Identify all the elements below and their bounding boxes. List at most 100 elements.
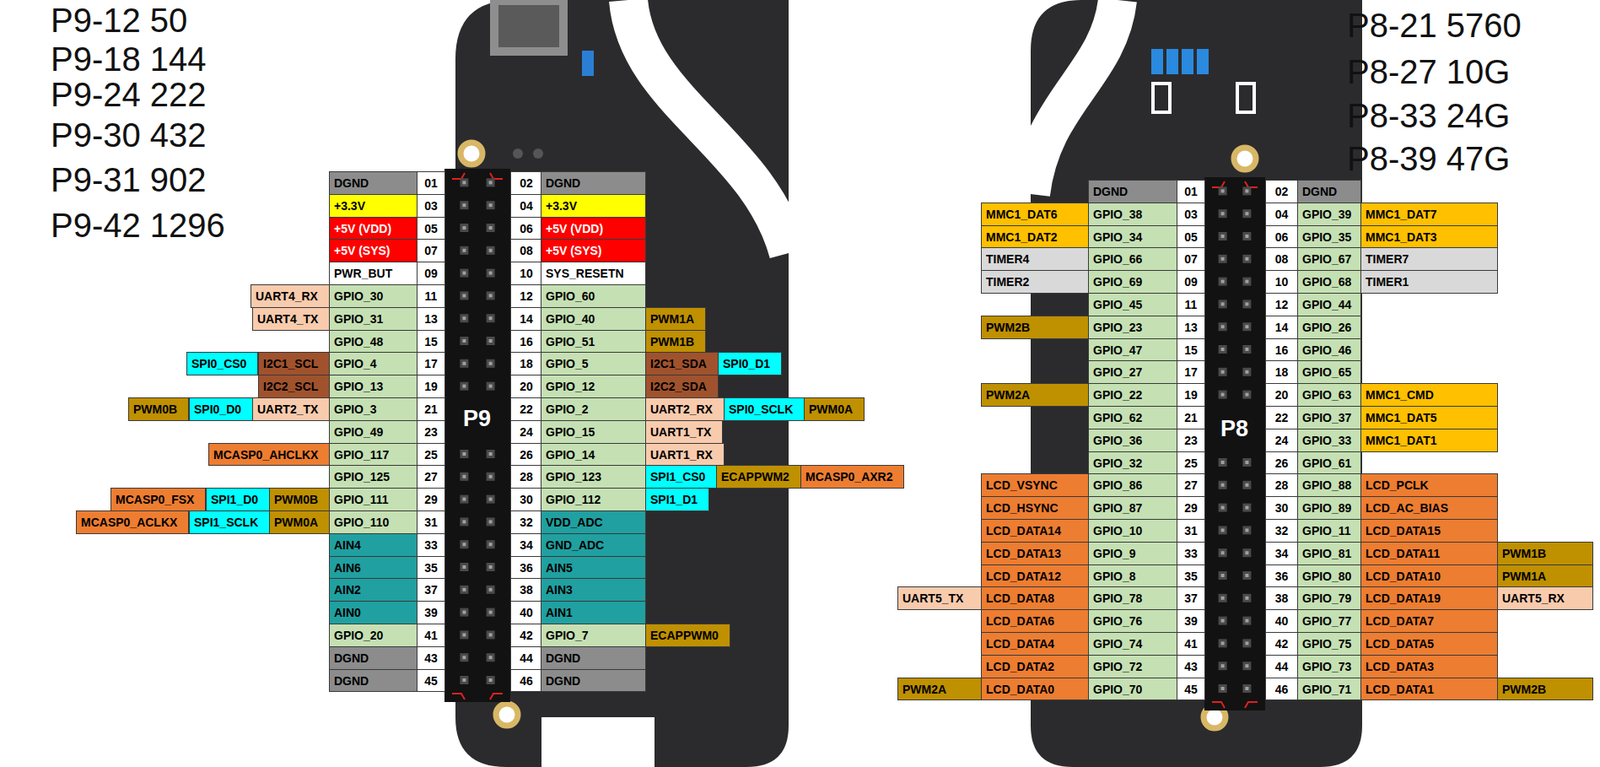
header-pin [486, 449, 496, 458]
header-pin [1244, 370, 1249, 374]
header-pin [486, 652, 496, 662]
pin-number: 21 [1176, 405, 1206, 430]
header-pin [459, 382, 469, 391]
signal-cell: GPIO_23 [1088, 315, 1178, 340]
signal-cell: DGND [540, 646, 647, 670]
function-cell: LCD_DATA10 [1360, 564, 1498, 588]
signal-cell: GPIO_36 [1088, 428, 1178, 453]
signal-cell: GPIO_63 [1297, 382, 1362, 407]
pin-number: 31 [416, 510, 446, 534]
header-pin [459, 608, 469, 617]
pin-number-text: 12 [1275, 297, 1289, 312]
signal-cell: GPIO_13 [328, 374, 418, 399]
pin-number-text: 08 [519, 243, 534, 258]
pin-number-text: 26 [1275, 456, 1289, 470]
signal-cell-text: +5V (VDD) [334, 221, 392, 236]
function-cell: PWM1A [1497, 564, 1594, 588]
board-cutaway [541, 716, 655, 767]
signal-cell-text: GPIO_89 [1302, 501, 1352, 515]
header-pin [462, 226, 466, 230]
signal-cell-text: GPIO_75 [1302, 636, 1352, 651]
pin-number-text: 03 [424, 199, 438, 213]
pin-number-text: 04 [1275, 207, 1289, 221]
function-cell-text: MMC1_DAT7 [1365, 207, 1438, 221]
header-pin [489, 610, 493, 615]
pin-number: 37 [416, 577, 446, 602]
signal-cell-text: GPIO_125 [334, 469, 390, 484]
pin-number: 16 [1265, 338, 1299, 361]
function-cell-text: UART4_RX [255, 289, 318, 303]
signal-cell-text: +5V (VDD) [545, 221, 604, 236]
function-cell-text: SPI1_D0 [210, 492, 259, 507]
signal-cell-text: GPIO_79 [1302, 591, 1352, 605]
signal-cell: GPIO_22 [1088, 382, 1178, 407]
signal-cell-text: AIN1 [545, 605, 573, 620]
function-cell-text: LCD_DATA4 [985, 636, 1055, 651]
signal-cell-text: GPIO_87 [1093, 501, 1143, 515]
signal-cell: +5V (VDD) [328, 216, 418, 240]
function-cell: LCD_DATA7 [1360, 608, 1498, 633]
signal-cell: DGND [328, 668, 418, 692]
header-pin [459, 630, 469, 639]
header-pin [486, 472, 496, 481]
function-cell-text: LCD_DATA8 [985, 591, 1055, 605]
header-pin [459, 290, 469, 300]
header-pin [459, 269, 469, 278]
function-cell-text: MMC1_DAT6 [985, 207, 1058, 221]
pin-number-text: 17 [1184, 365, 1198, 379]
pin-number-text: 44 [1275, 659, 1289, 674]
pin-number: 15 [416, 329, 446, 353]
header-pin [486, 269, 496, 278]
signal-cell-text: GPIO_88 [1302, 478, 1352, 492]
header-pin [1242, 638, 1251, 647]
function-cell-text: UART5_RX [1502, 591, 1565, 605]
function-cell-text: MMC1_DAT3 [1365, 230, 1438, 244]
header-pin [486, 290, 496, 300]
signal-cell-text: GPIO_12 [545, 379, 595, 394]
header-pin [1221, 257, 1225, 261]
pin-number: 46 [1265, 677, 1299, 701]
signal-cell: GPIO_39 [1297, 202, 1362, 227]
function-cell-text: LCD_DATA10 [1365, 569, 1441, 583]
rate-note: P8-39 47G [1346, 139, 1510, 178]
signal-cell: GPIO_14 [540, 442, 647, 466]
signal-cell-text: GPIO_13 [334, 379, 383, 394]
header-pin [489, 316, 493, 320]
function-cell-text: I2C2_SCL [263, 379, 318, 394]
function-cell: PWM1A [645, 307, 706, 331]
pin-number: 31 [1176, 518, 1206, 543]
signal-cell-text: GPIO_117 [334, 447, 389, 462]
rate-note: P9-24 222 [50, 75, 207, 114]
signal-cell: GPIO_72 [1088, 654, 1178, 679]
header-pin [462, 655, 466, 659]
function-cell: UART1_RX [645, 442, 725, 466]
signal-cell: GPIO_26 [1297, 315, 1362, 340]
header-pin [459, 336, 469, 345]
signal-cell: +5V (VDD) [540, 216, 647, 240]
function-cell-text: LCD_DATA15 [1365, 523, 1441, 538]
function-cell-text: SPI1_CS0 [650, 469, 706, 484]
pin-number: 24 [510, 420, 543, 444]
pin-number: 05 [1176, 225, 1206, 248]
header-pin [1244, 686, 1249, 690]
header-pin [1242, 344, 1251, 354]
signal-cell: GPIO_9 [1088, 541, 1178, 566]
signal-cell-text: DGND [1302, 184, 1337, 199]
pin-number: 32 [1265, 518, 1299, 543]
function-cell: LCD_DATA13 [980, 541, 1089, 566]
pin-number-text: 16 [1275, 343, 1289, 357]
header-pin [486, 313, 496, 323]
function-cell: LCD_DATA14 [980, 518, 1089, 543]
header-pin [489, 542, 493, 546]
function-cell: LCD_DATA19 [1360, 586, 1498, 610]
header-pin [1218, 548, 1228, 557]
signal-cell-text: GPIO_5 [545, 356, 589, 371]
function-cell: UART2_TX [252, 397, 330, 421]
signal-cell-text: GPIO_45 [1093, 297, 1143, 312]
pin-number: 34 [1265, 541, 1299, 566]
function-cell-text: I2C2_SDA [650, 379, 707, 394]
pin-number-text: 25 [1184, 456, 1198, 470]
header-pin [489, 474, 493, 479]
signal-cell: GPIO_86 [1088, 473, 1178, 497]
function-cell-text: SPI1_D1 [650, 492, 698, 507]
